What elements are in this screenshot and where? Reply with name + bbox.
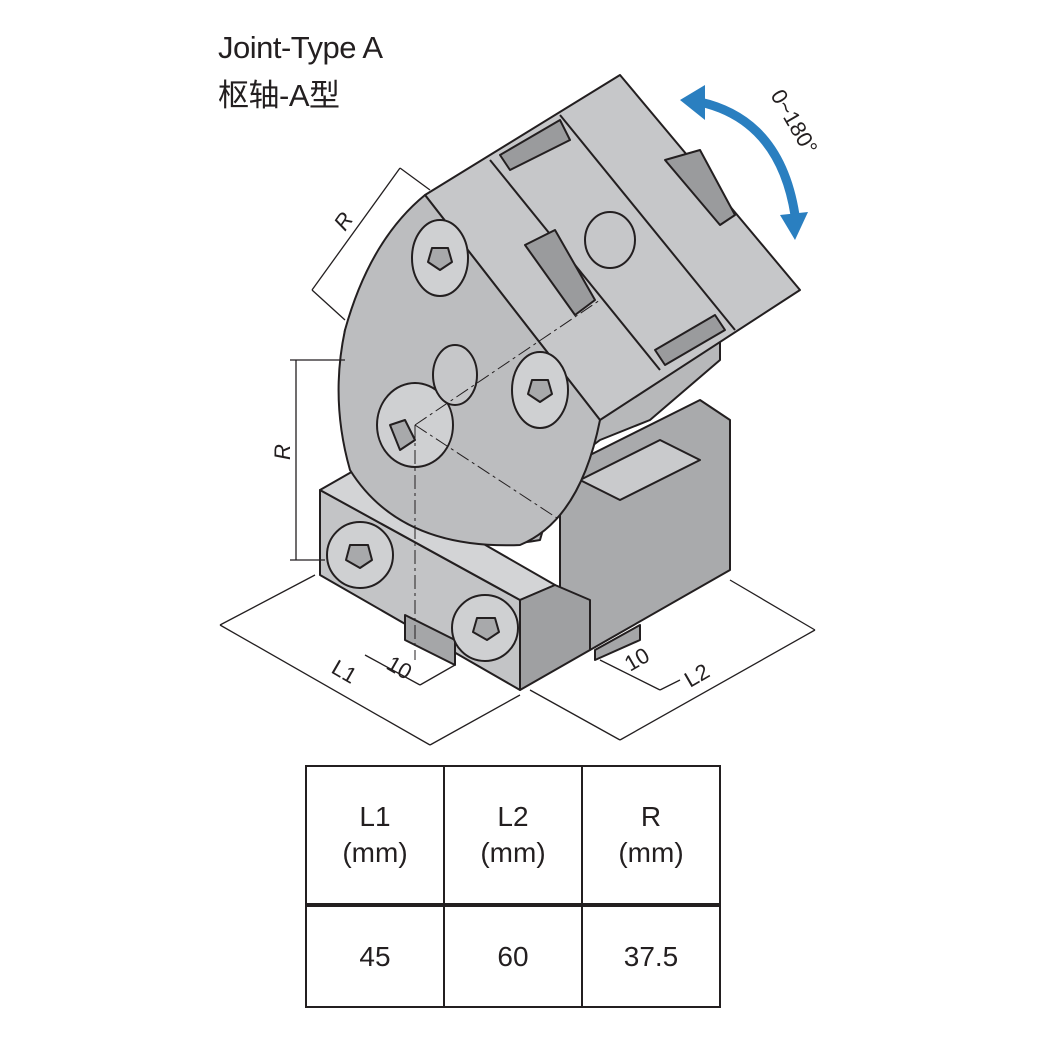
joint-diagram: 0~180° R R L1 L2 10 10 bbox=[219, 74, 823, 746]
rotation-arrowhead-top bbox=[680, 85, 705, 120]
base-right-top bbox=[579, 439, 701, 501]
slot-4 bbox=[654, 314, 726, 366]
dim-l1: L1 bbox=[328, 655, 362, 689]
base-left-side bbox=[519, 584, 591, 691]
cell-r: 37.5 bbox=[581, 904, 721, 1008]
slot-2 bbox=[664, 149, 736, 226]
header-name: L1 bbox=[359, 801, 391, 832]
slot-1 bbox=[499, 119, 571, 171]
title-zh: 枢轴-A型 bbox=[218, 78, 340, 113]
header-unit: (mm) bbox=[342, 837, 408, 868]
header-name: R bbox=[640, 801, 662, 832]
hole-center bbox=[432, 344, 478, 406]
header-l2: L2 (mm) bbox=[443, 765, 583, 907]
cell-l1: 45 bbox=[305, 904, 445, 1008]
cell-l2: 60 bbox=[443, 904, 583, 1008]
header-r: R (mm) bbox=[581, 765, 721, 907]
title-en: Joint-Type A bbox=[218, 30, 383, 65]
header-l1: L1 (mm) bbox=[305, 765, 445, 907]
dim-l2: L2 bbox=[680, 658, 714, 692]
head-seam-2 bbox=[559, 114, 736, 331]
dim-r-side: R bbox=[270, 444, 295, 460]
dim-r-top: R bbox=[329, 207, 359, 234]
slot-3 bbox=[524, 229, 596, 316]
table-header-row: L1 (mm) L2 (mm) R (mm) bbox=[305, 765, 721, 907]
header-name: L2 bbox=[497, 801, 529, 832]
header-unit: (mm) bbox=[618, 837, 684, 868]
tnut-right bbox=[594, 624, 641, 661]
rotation-arrowhead-bottom bbox=[780, 212, 808, 240]
rotation-arrow bbox=[698, 97, 800, 216]
header-unit: (mm) bbox=[480, 837, 546, 868]
dimension-table: L1 (mm) L2 (mm) R (mm) 45 60 37.5 bbox=[305, 765, 721, 1008]
table-row: 45 60 37.5 bbox=[305, 904, 721, 1008]
hole-top bbox=[584, 211, 636, 269]
